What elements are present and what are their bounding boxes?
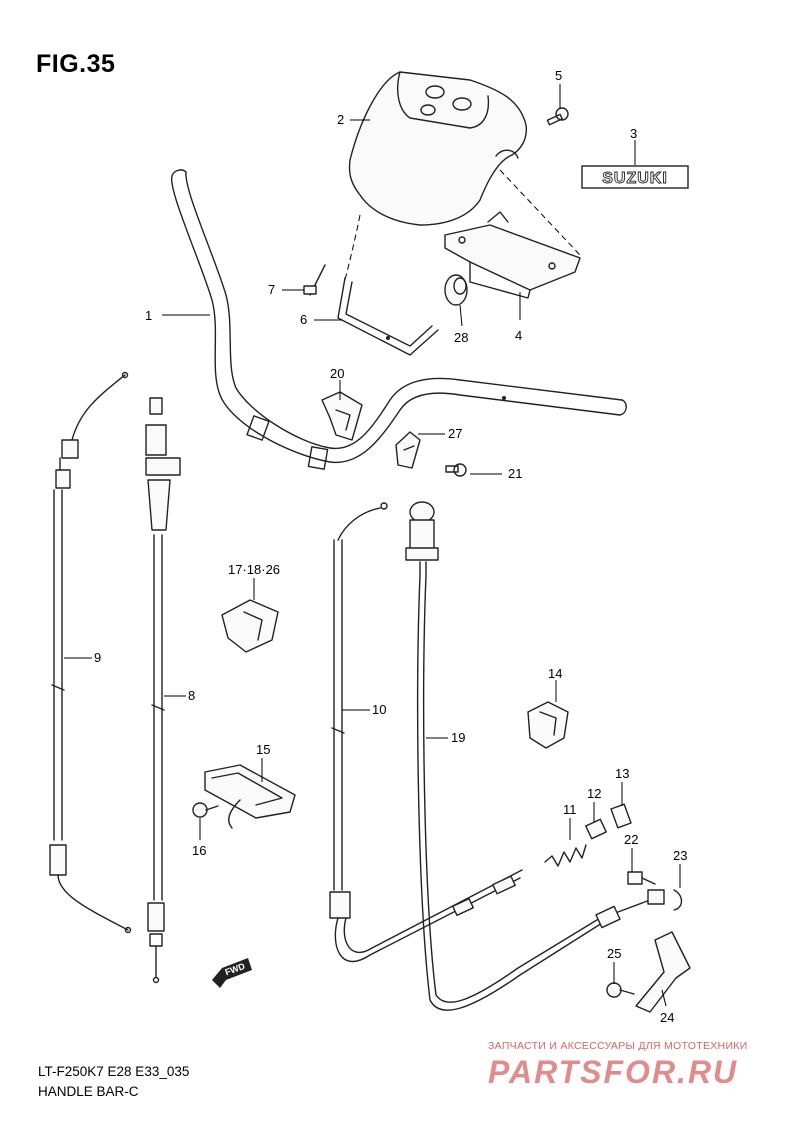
clamp-27-drawing (395, 431, 467, 477)
cushion-drawing (444, 274, 468, 306)
handlebar-drawing (171, 169, 627, 470)
callout-25: 25 (607, 946, 621, 961)
callout-2: 2 (337, 112, 344, 127)
spring-and-fittings-drawing (544, 803, 632, 867)
bracket-drawing (444, 211, 581, 299)
model-code: LT-F250K7 E28 E33_035 (38, 1064, 190, 1079)
callout-11: 11 (563, 802, 577, 817)
callout-1: 1 (145, 308, 152, 323)
callout-12: 12 (587, 786, 601, 801)
callout-7: 7 (268, 282, 275, 297)
figure-title: FIG.35 (36, 50, 116, 78)
callout-14: 14 (548, 666, 562, 681)
watermark-tagline: ЗАПЧАСТИ И АКСЕССУАРЫ ДЛЯ МОТОТЕХНИКИ (488, 1040, 748, 1052)
stay-drawing (337, 277, 439, 356)
lever-assembly-drawing (606, 871, 691, 1013)
callout-10: 10 (372, 702, 386, 717)
callout-13: 13 (615, 766, 629, 781)
cable-10-drawing (329, 502, 523, 963)
callout-labels: 1 2 3 4 5 6 7 28 20 27 21 9 8 17·18·26 1… (94, 68, 687, 1025)
callout-8: 8 (188, 688, 195, 703)
handlebar-cover-drawing (344, 71, 581, 281)
callout-19: 19 (451, 730, 465, 745)
holder-14-drawing (527, 701, 569, 749)
watermark-brand: PARTSFOR.RU (488, 1054, 739, 1090)
callout-21: 21 (508, 466, 522, 481)
callout-20: 20 (330, 366, 344, 381)
callout-22: 22 (624, 832, 638, 847)
callout-24: 24 (660, 1010, 674, 1025)
callout-5: 5 (555, 68, 562, 83)
clamp-17-18-26-drawing (221, 599, 279, 653)
fwd-arrow: FWD (212, 958, 252, 988)
clamp-20-drawing (321, 391, 363, 441)
callout-3: 3 (630, 126, 637, 141)
bracket-15-drawing (192, 764, 296, 829)
cable-8-drawing (145, 397, 181, 984)
leader-lines (64, 84, 681, 1007)
callout-15: 15 (256, 742, 270, 757)
callout-16: 16 (192, 843, 206, 858)
callout-23: 23 (673, 848, 687, 863)
watermark: ЗАПЧАСТИ И АКСЕССУАРЫ ДЛЯ МОТОТЕХНИКИ PA… (488, 1040, 800, 1091)
suzuki-logo-text: SUZUKI (602, 170, 668, 187)
callout-27: 27 (448, 426, 462, 441)
screw-7-drawing (303, 264, 326, 296)
callout-6: 6 (300, 312, 307, 327)
callout-28: 28 (454, 330, 468, 345)
callout-9: 9 (94, 650, 101, 665)
section-name: HANDLE BAR-C (38, 1084, 139, 1099)
callout-17-18-26: 17·18·26 (228, 562, 280, 577)
callout-4: 4 (515, 328, 522, 343)
screw-5-drawing (546, 107, 569, 126)
suzuki-emblem: SUZUKI (581, 165, 689, 189)
choke-cable-19-drawing (405, 501, 651, 1011)
cable-9-drawing (49, 371, 132, 934)
